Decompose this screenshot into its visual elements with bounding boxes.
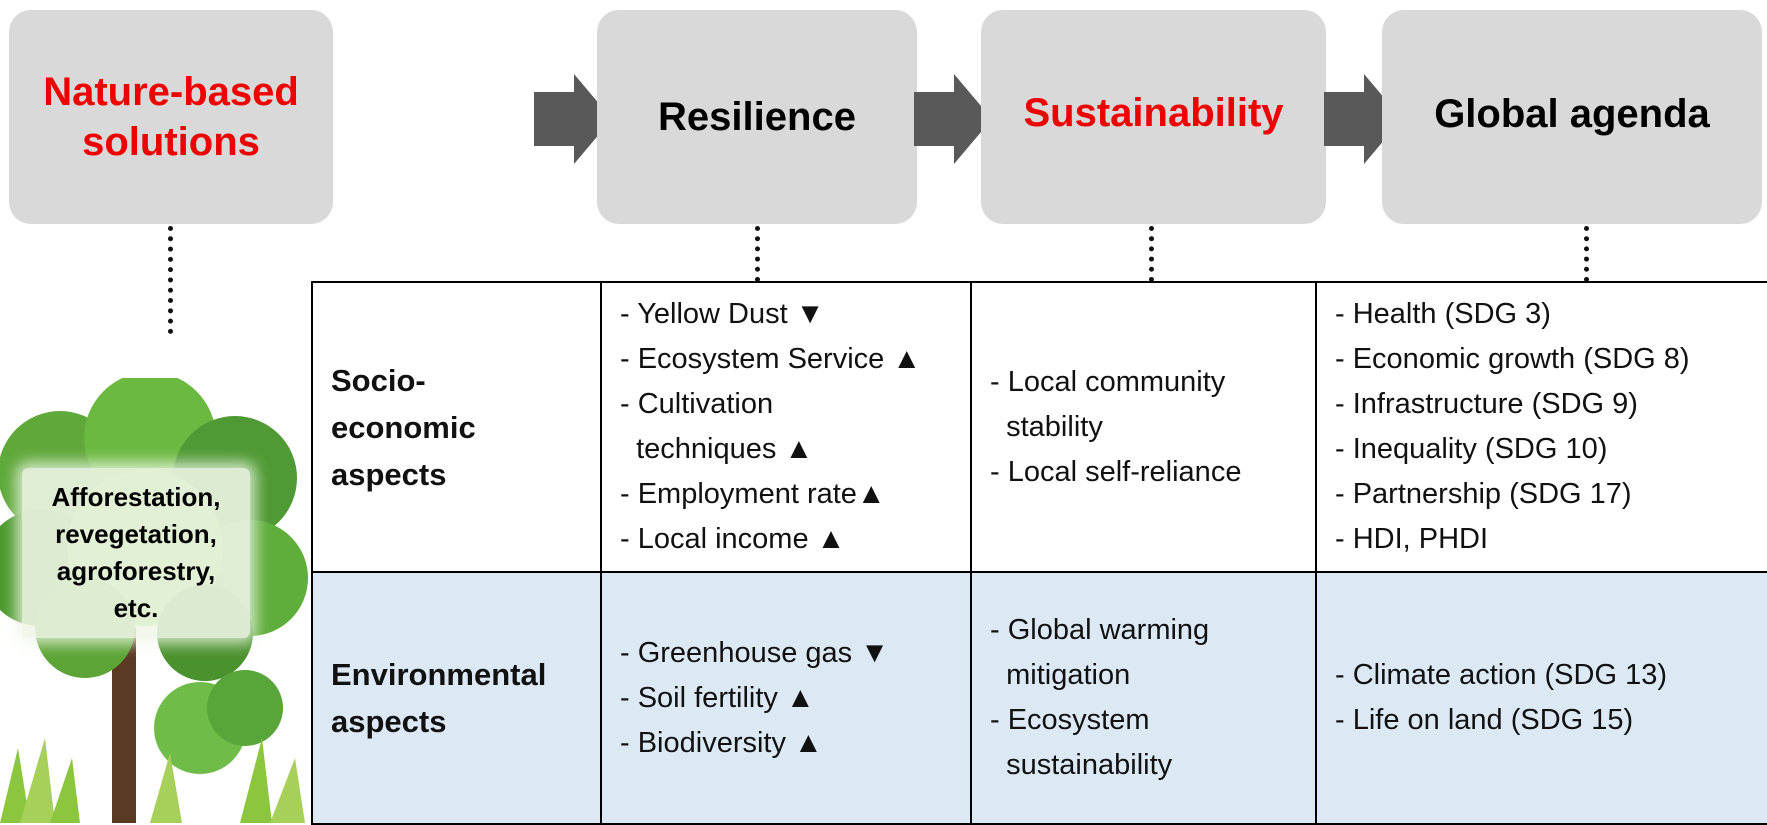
list-item: - Climate action (SDG 13) (1335, 659, 1667, 691)
list-item: - Ecosystem (990, 704, 1150, 736)
row-header-socio-economic: Socio- economic aspects (311, 281, 602, 573)
list-item: mitigation (990, 659, 1131, 691)
aspects-table: Socio- economic aspects - Yellow Dust ▼-… (311, 281, 1767, 825)
list-item: - Life on land (SDG 15) (1335, 704, 1634, 736)
table-row: Socio- economic aspects - Yellow Dust ▼-… (311, 281, 1767, 573)
cell-resilience-env: - Greenhouse gas ▼ - Soil fertility ▲ - Bi… (600, 571, 972, 825)
arrow-icon (914, 74, 992, 164)
list-item: - Cultivation (620, 388, 774, 420)
resilience-title: Resilience (658, 95, 856, 139)
list-item: - Yellow Dust ▼ (620, 298, 825, 330)
cell-resilience-socio: - Yellow Dust ▼ - Ecosystem Service ▲ - Cu… (600, 281, 972, 573)
cell-global-env: - Climate action (SDG 13) - Life on land … (1315, 571, 1767, 825)
list-item: - Local income ▲ (620, 523, 846, 555)
list-item: - Local community (990, 365, 1226, 398)
list-item: - Soil fertility ▲ (620, 681, 815, 714)
list-item: - Global warming (990, 614, 1210, 646)
list-item: - Employment rate▲ (620, 478, 886, 510)
list-item: - Ecosystem Service ▲ (620, 343, 922, 375)
cell-global-socio: - Health (SDG 3) - Economic growth (SDG 8… (1315, 281, 1767, 573)
connector-line (1149, 226, 1154, 282)
nature-based-solutions-title: Nature-based solutions (43, 70, 299, 164)
list-item: - Local self-reliance (990, 455, 1242, 488)
cell-sustainability-socio: - Local community stability - Local self-… (970, 281, 1317, 573)
connector-line (755, 226, 760, 282)
list-item: - Infrastructure (SDG 9) (1335, 388, 1638, 420)
list-item: - Biodiversity ▲ (620, 726, 823, 759)
list-item: - Greenhouse gas ▼ (620, 636, 889, 669)
list-item: sustainability (990, 749, 1173, 781)
list-item: techniques ▲ (620, 433, 814, 465)
list-item: stability (990, 410, 1103, 443)
cell-sustainability-env: - Global warming mitigation - Ecosystem s… (970, 571, 1317, 825)
list-item: - Inequality (SDG 10) (1335, 433, 1608, 465)
list-item: - Economic growth (SDG 8) (1335, 343, 1690, 375)
connector-line (168, 226, 173, 334)
row-header-text: Environmental aspects (331, 657, 547, 739)
global-agenda-title: Global agenda (1434, 92, 1710, 136)
row-header-environmental: Environmental aspects (311, 571, 602, 825)
nature-based-solutions-box: Nature-based solutions (9, 10, 333, 224)
tree-label: Afforestation, revegetation, agroforestr… (22, 468, 250, 638)
table-row: Environmental aspects - Greenhouse gas ▼… (311, 571, 1767, 825)
list-item: - Health (SDG 3) (1335, 298, 1551, 330)
tree-label-text: Afforestation, revegetation, agroforestr… (51, 482, 221, 623)
list-item: - Partnership (SDG 17) (1335, 478, 1632, 510)
global-agenda-box: Global agenda (1382, 10, 1762, 224)
connector-line (1584, 226, 1589, 282)
arrow-icon (534, 74, 612, 164)
resilience-box: Resilience (597, 10, 917, 224)
sustainability-title: Sustainability (1023, 91, 1284, 135)
row-header-text: Socio- economic aspects (331, 362, 476, 492)
list-item: - HDI, PHDI (1335, 523, 1489, 555)
sustainability-box: Sustainability (981, 10, 1326, 224)
